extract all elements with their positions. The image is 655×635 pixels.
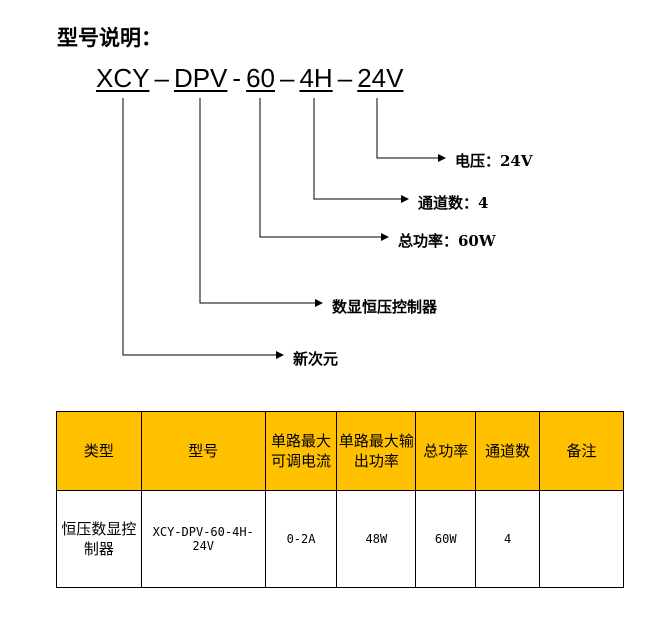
callout-lines <box>122 98 446 359</box>
cell: 60W <box>415 490 477 588</box>
cell: 0-2A <box>264 490 338 588</box>
code-sep: - <box>232 63 242 93</box>
header-cell: 单路最大输出功率 <box>336 411 417 491</box>
header-cell: 型号 <box>140 411 266 491</box>
label-voltage: 电压：24V <box>455 152 533 170</box>
code-part-type: DPV <box>173 63 228 93</box>
code-part-voltage: 24V <box>357 63 404 93</box>
code-sep: – <box>154 63 169 93</box>
code-sep: – <box>280 63 295 93</box>
code-sep: – <box>337 63 353 93</box>
cell: 恒压数显控制器 <box>56 490 142 588</box>
header-cell: 通道数 <box>475 411 541 491</box>
cell <box>539 490 624 588</box>
header-cell: 类型 <box>56 411 142 491</box>
header-cell: 单路最大可调电流 <box>264 411 338 491</box>
cell: 4 <box>475 490 541 588</box>
code-part-power: 60 <box>246 63 275 93</box>
header-cell: 备注 <box>539 411 624 491</box>
table-header-row: 类型 型号 单路最大可调电流 单路最大输出功率 总功率 通道数 备注 <box>56 411 624 491</box>
label-brand: 新次元 <box>293 350 339 368</box>
label-type: 数显恒压控制器 <box>332 298 438 316</box>
header-cell: 总功率 <box>415 411 477 491</box>
cell: XCY-DPV-60-4H-24V <box>140 490 266 588</box>
label-power: 总功率：60W <box>398 232 496 250</box>
label-channels: 通道数：4 <box>418 194 489 212</box>
cell: 48W <box>336 490 417 588</box>
model-code: XCY – DPV - 60 – 4H – 24V <box>96 62 403 94</box>
spec-table: 类型 型号 单路最大可调电流 单路最大输出功率 总功率 通道数 备注 恒压数显控… <box>56 411 624 588</box>
table-row: 恒压数显控制器 XCY-DPV-60-4H-24V 0-2A 48W 60W 4 <box>56 490 624 588</box>
code-part-series: XCY <box>96 63 150 93</box>
section-title: 型号说明： <box>57 25 162 50</box>
code-part-channels: 4H <box>299 63 333 93</box>
